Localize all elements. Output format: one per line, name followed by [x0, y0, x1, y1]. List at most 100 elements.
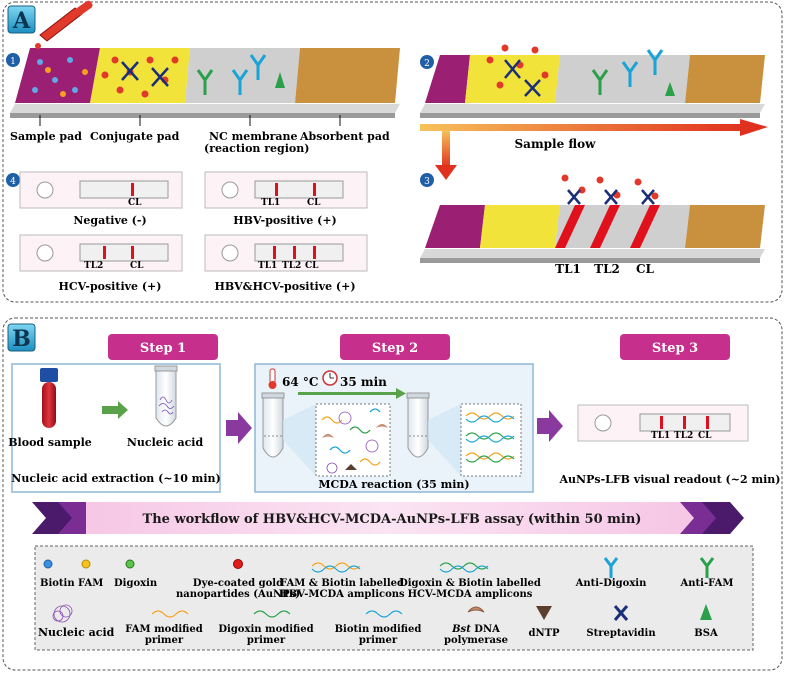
test-strip-3: [420, 174, 765, 263]
svg-text:Digoxin modified: Digoxin modified: [218, 624, 313, 635]
streptavidin-icon: [613, 605, 629, 621]
step-1-caption: Nucleic acid extraction (~10 min): [11, 472, 220, 485]
down-arrow: [435, 130, 457, 180]
arrow-step2-step3: [537, 410, 563, 442]
digoxin-primer-icon: [253, 610, 291, 618]
result-card-hbv: TL1 CL: [204, 171, 368, 209]
step-badge-2: 2: [420, 55, 434, 69]
label-sample-flow: Sample flow: [515, 137, 597, 151]
fam-amplicon-icon: [311, 562, 361, 573]
svg-text:Bst DNA: Bst DNA: [451, 624, 500, 635]
reaction-tube-1: [261, 392, 285, 458]
svg-text:FAM: FAM: [78, 578, 103, 589]
thermometer-icon: [268, 368, 277, 389]
result-card-hcv: TL2 CL: [19, 234, 183, 272]
step-2-box: 64 °C 35 min: [254, 363, 534, 493]
step-3-strip: TL1 TL2 CL: [577, 404, 749, 442]
label-sample-pad: Sample pad: [10, 130, 82, 143]
svg-text:dNTP: dNTP: [528, 628, 560, 639]
svg-text:CL: CL: [130, 261, 144, 271]
svg-text:Dye-coated gold: Dye-coated gold: [193, 578, 283, 589]
svg-text:Streptavidin: Streptavidin: [586, 628, 656, 639]
biotin-primer-icon: [365, 610, 403, 618]
strip-labels: [39, 115, 341, 126]
step-badge-4: 4: [6, 173, 20, 187]
svg-text:1: 1: [10, 57, 16, 67]
aunp-icon: [233, 559, 243, 569]
control-line: [630, 205, 660, 248]
reagents-inset: [315, 403, 391, 477]
bsa-icon: [700, 604, 712, 620]
svg-text:TL2: TL2: [282, 261, 301, 271]
svg-text:Step 3: Step 3: [652, 341, 698, 356]
green-arrow-icon: [102, 401, 128, 419]
svg-text:CL: CL: [128, 198, 142, 208]
svg-text:Step 1: Step 1: [140, 341, 186, 356]
blood-tube-icon: [40, 368, 58, 428]
sample-pad: [15, 48, 100, 103]
svg-text:Digoxin & Biotin labelled: Digoxin & Biotin labelled: [399, 578, 541, 589]
step-badge-3: 3: [420, 173, 434, 187]
digoxin-amplicon-icon: [439, 562, 489, 573]
svg-text:CL: CL: [698, 431, 712, 441]
svg-text:4: 4: [10, 177, 16, 187]
label-absorbent-pad: Absorbent pad: [299, 130, 390, 143]
svg-text:Biotin modified: Biotin modified: [335, 624, 422, 635]
absorbent-pad: [295, 48, 400, 103]
workflow-banner: The workflow of HBV&HCV-MCDA-AuNPs-LFB a…: [32, 502, 744, 534]
dropper-icon: [35, 0, 93, 49]
panel-a-badge: A: [7, 5, 36, 34]
label-nucleic-acid: Nucleic acid: [127, 436, 204, 449]
reaction-tube-2: [406, 392, 430, 458]
label-time: 35 min: [340, 375, 387, 389]
label-tl1: TL1: [555, 262, 581, 276]
result-title-hbv: HBV-positive (+): [233, 214, 337, 227]
svg-text:primer: primer: [359, 635, 398, 646]
step-2-caption: MCDA reaction (35 min): [318, 478, 469, 491]
svg-text:primer: primer: [247, 635, 286, 646]
svg-text:Nucleic acid: Nucleic acid: [38, 626, 115, 639]
dntp-icon: [536, 606, 552, 620]
result-card-negative: CL: [19, 171, 183, 209]
anti-fam-icon: [699, 557, 715, 578]
label-conjugate-pad: Conjugate pad: [90, 130, 180, 143]
svg-text:CL: CL: [305, 261, 319, 271]
svg-text:CL: CL: [307, 198, 321, 208]
svg-text:TL2: TL2: [674, 431, 693, 441]
svg-text:nanopartides (AuNPs): nanopartides (AuNPs): [176, 589, 300, 600]
step-1-box: Blood sample Nucleic acid Nucleic acid e…: [8, 363, 221, 493]
svg-text:A: A: [12, 8, 31, 34]
fam-primer-icon: [151, 610, 189, 618]
legend: Biotin FAM Digoxin Dye-coated gold nanop…: [34, 545, 754, 651]
svg-text:FAM & Biotin labelled: FAM & Biotin labelled: [280, 578, 404, 589]
panel-b-badge: B: [7, 323, 36, 352]
result-title-both: HBV&HCV-positive (+): [214, 280, 355, 293]
result-title-negative: Negative (-): [73, 214, 146, 227]
step-1-header: Step 1: [108, 334, 218, 360]
fam-icon: [81, 559, 91, 569]
svg-text:primer: primer: [145, 635, 184, 646]
label-blood-sample: Blood sample: [8, 436, 92, 449]
step-2-header: Step 2: [340, 334, 450, 360]
svg-text:TL1: TL1: [261, 198, 280, 208]
label-nc-membrane: NC membrane: [209, 130, 298, 143]
label-temperature: 64 °C: [282, 375, 318, 389]
svg-text:TL1: TL1: [651, 431, 670, 441]
nucleic-acid-tube-icon: [154, 365, 178, 427]
label-cl: CL: [636, 262, 655, 276]
svg-text:Step 2: Step 2: [372, 341, 418, 356]
svg-text:3: 3: [424, 177, 430, 187]
svg-text:HCV-MCDA amplicons: HCV-MCDA amplicons: [408, 589, 533, 600]
step-badge-1: 1: [6, 53, 20, 67]
arrow-step1-step2: [226, 412, 252, 444]
svg-text:B: B: [12, 326, 31, 352]
label-tl2: TL2: [594, 262, 620, 276]
nucleic-acid-icon: [52, 604, 73, 623]
result-title-hcv: HCV-positive (+): [59, 280, 162, 293]
result-card-both: TL1 TL2 CL: [204, 234, 368, 272]
test-strip-2: [420, 44, 765, 118]
svg-text:HBV-MCDA amplicons: HBV-MCDA amplicons: [279, 589, 405, 600]
svg-text:TL1: TL1: [258, 261, 277, 271]
